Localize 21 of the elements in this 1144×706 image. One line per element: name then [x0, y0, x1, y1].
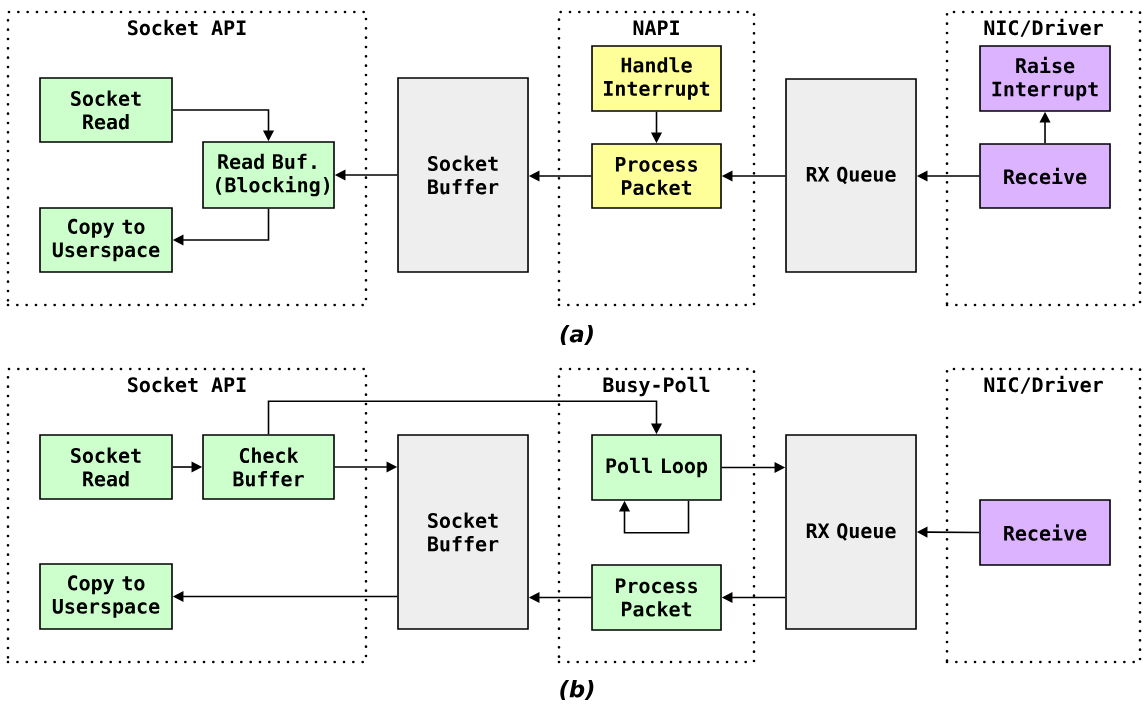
caption-label: (a): [560, 324, 593, 346]
process-box: Poll Loop: [591, 434, 722, 501]
process-box: Socket Read: [39, 77, 173, 143]
buffer-box: RX Queue: [785, 78, 917, 273]
buffer-box: Socket Buffer: [397, 77, 529, 273]
process-box: Raise Interrupt: [979, 45, 1111, 112]
process-box: Receive: [979, 499, 1111, 566]
process-box: Socket Read: [39, 434, 173, 500]
process-box: Read Buf. (Blocking): [202, 141, 335, 209]
buffer-box: RX Queue: [785, 434, 917, 630]
process-box: Process Packet: [591, 143, 722, 209]
process-box: Copy to Userspace: [39, 563, 173, 630]
process-box: Handle Interrupt: [591, 45, 722, 112]
caption-label: (b): [560, 679, 594, 701]
arrow: [267, 400, 663, 435]
arrow: [618, 500, 690, 534]
process-box: Receive: [979, 143, 1111, 209]
process-box: Copy to Userspace: [39, 207, 173, 273]
process-box: Check Buffer: [202, 434, 335, 500]
buffer-box: Socket Buffer: [397, 434, 529, 630]
process-box: Process Packet: [591, 564, 722, 631]
